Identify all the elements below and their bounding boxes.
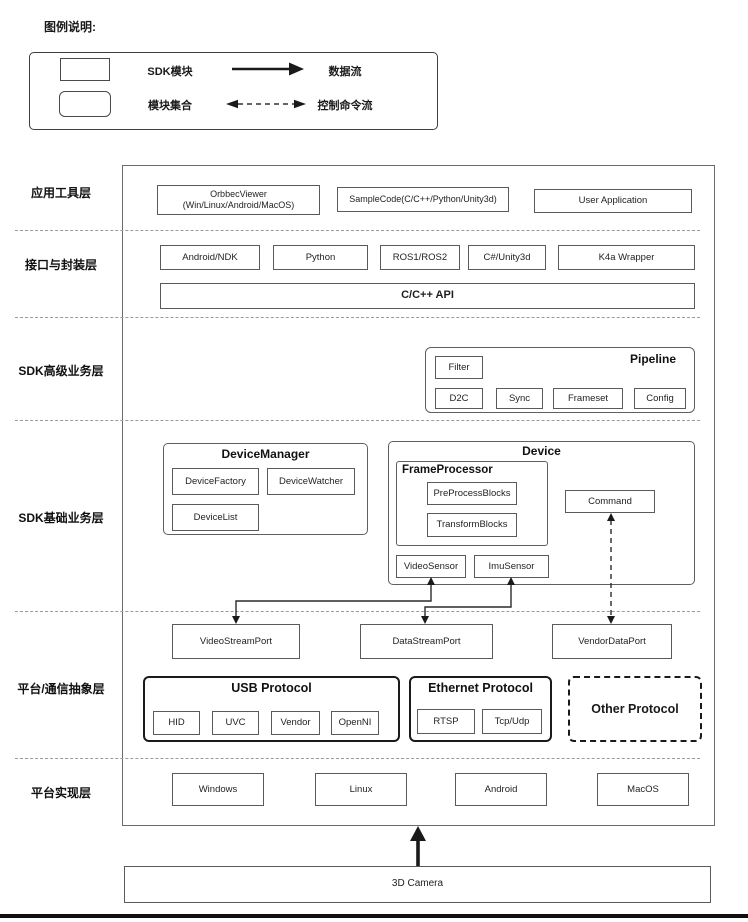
separator-app-interface — [15, 230, 700, 231]
d2c-box: D2C — [435, 388, 483, 409]
layer-label-platform-comm: 平台/通信抽象层 — [17, 682, 105, 696]
legend-control-flow-label: 控制命令流 — [317, 100, 373, 112]
device-list-box: DeviceList — [172, 504, 259, 531]
legend-sdk-module-label: SDK模块 — [147, 66, 193, 78]
video-sensor-box: VideoSensor — [396, 555, 466, 578]
device-watcher-box: DeviceWatcher — [267, 468, 355, 495]
csharp-unity-box: C#/Unity3d — [468, 245, 546, 270]
macos-box: MacOS — [597, 773, 689, 806]
camera-box: 3D Camera — [124, 866, 711, 903]
sdk-main-frame — [122, 165, 715, 826]
k4a-wrapper-box: K4a Wrapper — [558, 245, 695, 270]
separator-interface-advanced — [15, 317, 700, 318]
android-box: Android — [455, 773, 547, 806]
layer-label-sdk-advanced: SDK高级业务层 — [18, 364, 104, 378]
frameset-box: Frameset — [553, 388, 623, 409]
rtsp-box: RTSP — [417, 709, 475, 734]
orbbec-viewer-line2: (Win/Linux/Android/MacOS) — [182, 200, 295, 210]
sdk-module-symbol — [60, 58, 110, 81]
ros-box: ROS1/ROS2 — [380, 245, 460, 270]
android-ndk-box: Android/NDK — [160, 245, 260, 270]
config-box: Config — [634, 388, 686, 409]
orbbec-viewer-box: OrbbecViewer (Win/Linux/Android/MacOS) — [157, 185, 320, 215]
layer-label-sdk-base: SDK基础业务层 — [18, 511, 104, 525]
filter-box: Filter — [435, 356, 483, 379]
separator-base-comm — [15, 611, 700, 612]
data-stream-port-box: DataStreamPort — [360, 624, 493, 659]
layer-label-interface-wrapper: 接口与封装层 — [24, 258, 97, 272]
video-stream-port-box: VideoStreamPort — [172, 624, 300, 659]
transform-blocks-box: TransformBlocks — [427, 513, 517, 537]
uvc-box: UVC — [212, 711, 259, 735]
legend-data-flow-label: 数据流 — [328, 66, 362, 78]
separator-comm-impl — [15, 758, 700, 759]
layer-label-app-tools: 应用工具层 — [30, 186, 91, 200]
pipeline-title: Pipeline — [630, 352, 677, 366]
orbbec-viewer-line1: OrbbecViewer — [210, 188, 267, 199]
other-protocol-container: Other Protocol — [568, 676, 702, 742]
ethernet-protocol-title: Ethernet Protocol — [428, 681, 533, 695]
windows-box: Windows — [172, 773, 264, 806]
legend-title: 图例说明: — [44, 20, 96, 34]
python-box: Python — [273, 245, 368, 270]
linux-box: Linux — [315, 773, 407, 806]
sync-box: Sync — [496, 388, 543, 409]
device-manager-title: DeviceManager — [221, 447, 310, 461]
tcp-udp-box: Tcp/Udp — [482, 709, 542, 734]
device-title: Device — [522, 444, 561, 458]
command-box: Command — [565, 490, 655, 513]
frame-processor-title: FrameProcessor — [402, 464, 493, 476]
camera-uplink-arrow — [410, 826, 426, 866]
c-cpp-api-box: C/C++ API — [160, 283, 695, 309]
hid-box: HID — [153, 711, 200, 735]
imu-sensor-box: ImuSensor — [474, 555, 549, 578]
module-group-symbol — [59, 91, 111, 117]
sample-code-box: SampleCode(C/C++/Python/Unity3d) — [337, 187, 509, 212]
device-factory-box: DeviceFactory — [172, 468, 259, 495]
bottom-rule — [0, 914, 748, 918]
preprocess-blocks-box: PreProcessBlocks — [427, 482, 517, 505]
separator-advanced-base — [15, 420, 700, 421]
user-application-box: User Application — [534, 189, 692, 213]
usb-protocol-title: USB Protocol — [231, 681, 312, 695]
layer-label-platform-impl: 平台实现层 — [30, 786, 91, 800]
openni-box: OpenNI — [331, 711, 379, 735]
vendor-data-port-box: VendorDataPort — [552, 624, 672, 659]
vendor-box: Vendor — [271, 711, 320, 735]
legend-module-group-label: 模块集合 — [148, 100, 192, 112]
